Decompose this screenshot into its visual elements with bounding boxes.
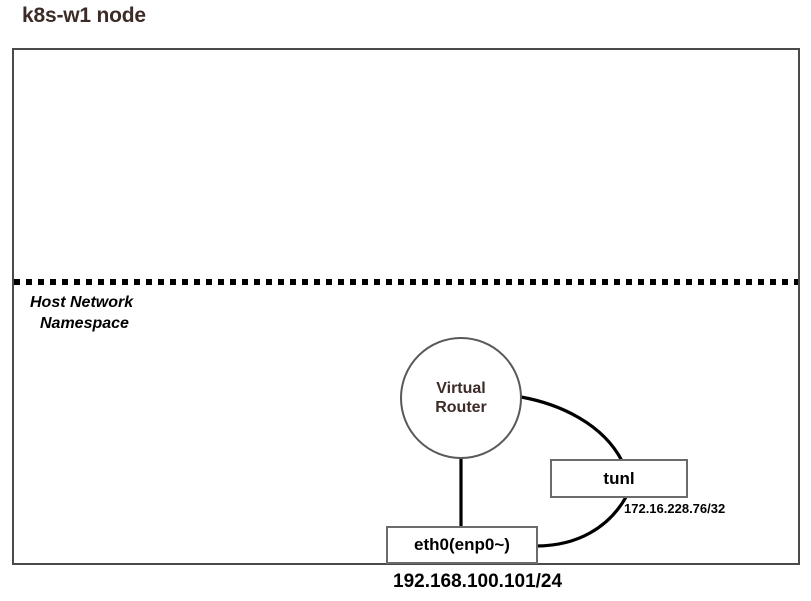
virtual-router-node[interactable]: Virtual Router [400,337,522,459]
eth0-label: eth0(enp0~) [414,535,510,554]
tunl-label: tunl [603,468,635,488]
eth0-ip-label: 192.168.100.101/24 [393,571,563,592]
eth0-interface-node[interactable]: eth0(enp0~) [386,526,538,564]
virtual-router-label-line1: Virtual [436,380,486,397]
page-title: k8s-w1 node [22,4,146,27]
tunl-interface-node[interactable]: tunl [550,459,688,498]
virtual-router-label-line2: Router [435,399,487,416]
namespace-divider-dotted-line [14,279,798,285]
tunl-ip-label: 172.16.228.76/32 [624,501,726,516]
host-network-namespace-label-line2: Namespace [40,315,129,332]
host-network-namespace-label-line1: Host Network [30,294,134,311]
host-network-namespace-label: Host Network Namespace [30,292,133,334]
